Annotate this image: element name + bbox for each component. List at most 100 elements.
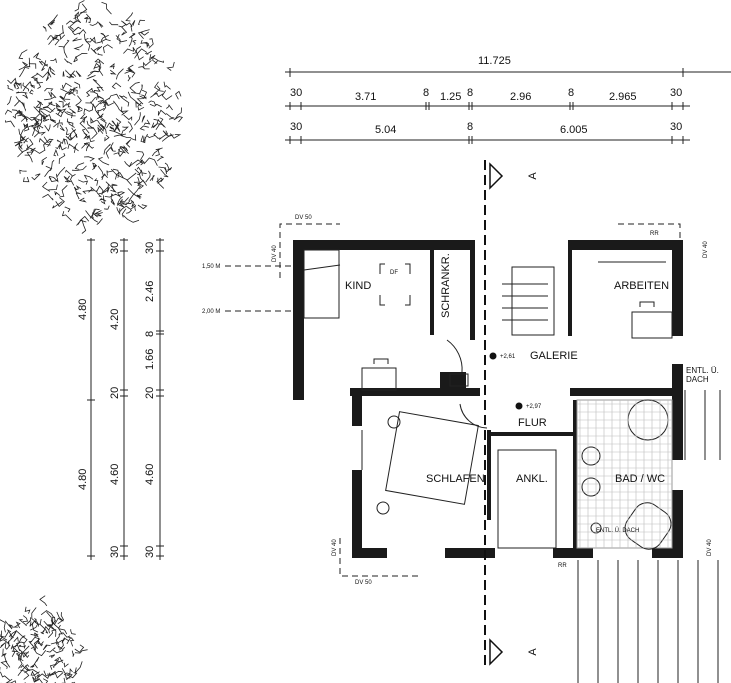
tree-branch xyxy=(5,120,15,128)
tree-branch xyxy=(32,656,40,668)
tree-branch xyxy=(36,672,51,679)
tree-branch xyxy=(74,162,85,170)
tree-branch xyxy=(47,35,55,41)
tree-branch xyxy=(140,31,150,36)
entl-dach-label: ENTL. Ü. DACH xyxy=(596,527,639,534)
tree-branch xyxy=(143,133,148,143)
tree-branch xyxy=(90,90,101,93)
tree-branch xyxy=(109,62,115,70)
tree-branch xyxy=(75,192,80,200)
tree-branch xyxy=(128,64,135,73)
tree-branch xyxy=(22,81,33,92)
tree-branch xyxy=(44,124,51,132)
tree-branch xyxy=(67,26,82,33)
tree-branch xyxy=(46,619,57,626)
height-marker-200: 2,00 M xyxy=(202,309,220,315)
dim-label: 30 xyxy=(109,546,121,558)
tree-branch xyxy=(63,662,69,668)
tree-branch xyxy=(42,26,47,32)
top-dimensions: 11.725 30 3.71 8 1.25 8 2.96 8 2.965 30 … xyxy=(285,55,731,144)
tree-branch xyxy=(126,68,133,72)
tree-branch xyxy=(100,195,106,205)
dim-label: 2.965 xyxy=(609,91,637,103)
tree-branch xyxy=(39,678,49,683)
tree-branch xyxy=(22,82,30,92)
tree-branch xyxy=(52,201,63,209)
tree-branch xyxy=(55,104,62,111)
tree-branch xyxy=(44,165,53,177)
tree-branch xyxy=(38,60,44,66)
tree-branch xyxy=(175,90,182,100)
tree-branch xyxy=(115,35,121,45)
dim-label: 8 xyxy=(568,87,574,99)
tree-branch xyxy=(97,126,104,134)
tree-branch xyxy=(69,70,76,78)
tree-branch xyxy=(89,208,100,219)
tree-branch xyxy=(130,91,141,95)
tree-branch xyxy=(48,176,57,182)
tree-branch xyxy=(5,678,13,683)
tree-branch xyxy=(57,628,68,635)
tree-branch xyxy=(24,154,33,163)
tree-branch xyxy=(97,157,110,166)
tree-branch xyxy=(66,111,73,119)
left-dimensions: 4.80 4.80 30 4.20 20 4.60 30 30 2.46 8 1… xyxy=(77,238,164,560)
tree-branch xyxy=(83,142,90,146)
tree-branch xyxy=(141,115,146,123)
room-arbeiten: ARBEITEN xyxy=(614,280,669,292)
height-marker-150: 1,50 M xyxy=(202,264,220,270)
tree-branch xyxy=(58,153,66,164)
tree-branch xyxy=(151,122,158,129)
tree-branch xyxy=(6,95,12,106)
tree-branch xyxy=(43,625,50,634)
tree-branch xyxy=(148,54,156,61)
tree-branch xyxy=(160,169,169,178)
tree-branch xyxy=(69,20,76,30)
tree-branch xyxy=(78,197,87,203)
tree-branch xyxy=(118,20,127,28)
tree-branch xyxy=(53,148,59,157)
tree-branch xyxy=(104,194,117,198)
section-label-top: A xyxy=(527,172,539,180)
tree-branch xyxy=(127,91,140,106)
tree-branch xyxy=(129,81,140,94)
tree-branch xyxy=(164,166,173,173)
tree-branch xyxy=(127,121,133,133)
tree-branch xyxy=(136,96,147,105)
tree-branch xyxy=(111,120,118,127)
tree-branch xyxy=(92,162,98,169)
tree-branch xyxy=(77,106,83,113)
tree-branch xyxy=(70,133,78,141)
tree-branch xyxy=(18,61,29,71)
tree-branch xyxy=(73,44,84,51)
tree-branch xyxy=(116,68,124,80)
tree-branch xyxy=(4,620,13,630)
tree-branch xyxy=(86,120,95,129)
tree-branch xyxy=(56,138,65,145)
section-line-a: A A xyxy=(484,160,539,670)
dim-label: 20 xyxy=(144,387,156,399)
tree-branch xyxy=(31,671,40,683)
tree-branch xyxy=(56,611,64,622)
tree-branch xyxy=(36,70,51,78)
tree-branch xyxy=(13,636,19,642)
dim-label: 4.60 xyxy=(144,464,156,485)
tree-branch xyxy=(0,639,4,642)
tree-branch xyxy=(71,650,75,657)
tree-branch xyxy=(138,66,150,70)
tree-branch xyxy=(58,632,71,638)
tree-branch xyxy=(157,182,165,189)
tree-branch xyxy=(21,651,30,658)
tree-branch xyxy=(18,644,22,648)
tree-branch xyxy=(66,101,71,108)
tree-branch xyxy=(65,126,70,135)
tree-branch xyxy=(90,99,105,109)
tree-branch xyxy=(2,639,10,645)
tree-branch xyxy=(46,647,56,653)
tree-branch xyxy=(15,91,28,94)
bath-tiles xyxy=(577,400,672,548)
tree-branch xyxy=(121,106,129,116)
tree-branch xyxy=(88,186,97,193)
dim-label: 30 xyxy=(109,242,121,254)
